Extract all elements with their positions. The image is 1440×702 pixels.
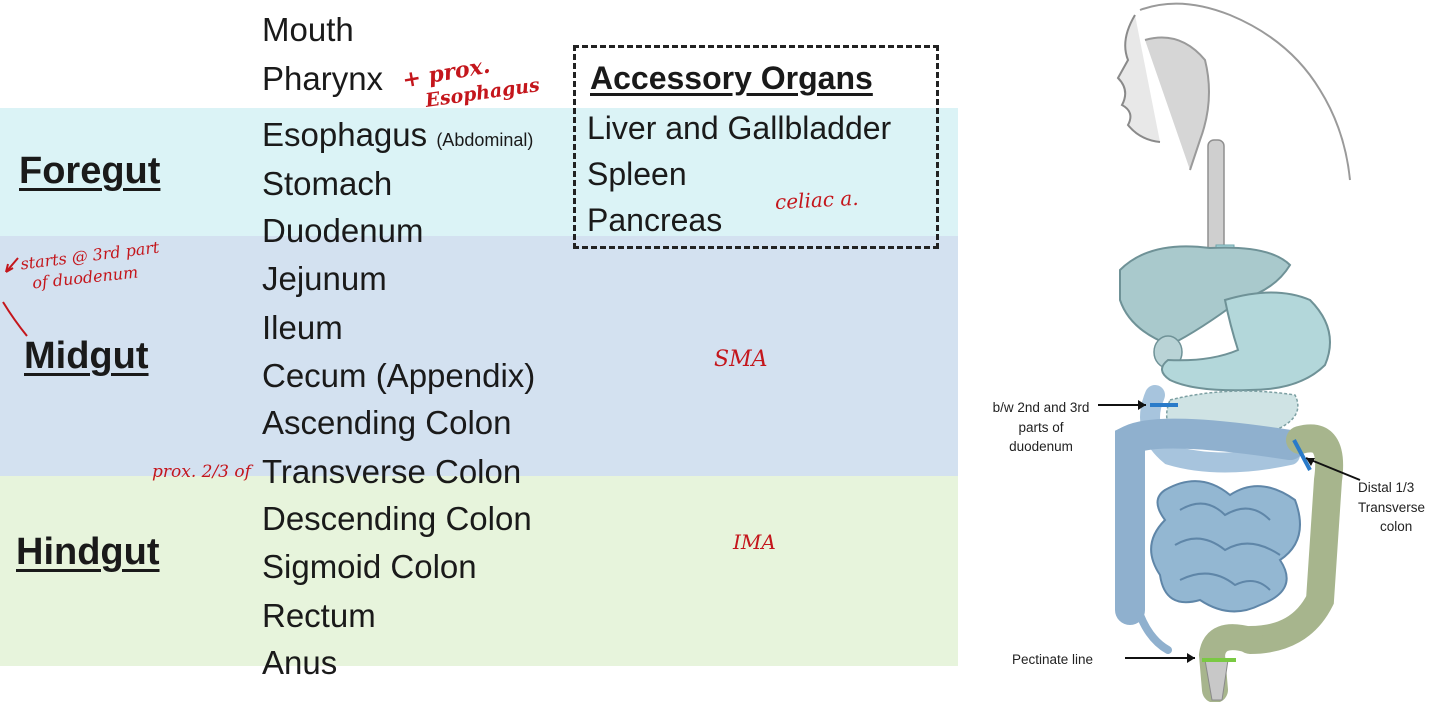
ascending-colon-shape xyxy=(1115,418,1305,625)
duodenum-shape xyxy=(1140,385,1300,473)
duodenum-pointer-head xyxy=(1138,400,1146,410)
duodenum-label-line2: parts of xyxy=(1018,419,1064,435)
digestive-tract-illustration xyxy=(1098,2,1361,702)
transverse-annotation: prox. 2/3 of xyxy=(152,462,251,482)
hindgut-band xyxy=(0,476,958,666)
organ-stomach: Stomach xyxy=(262,165,393,202)
distal-transverse-label: Distal 1/3 Transverse colon xyxy=(1358,478,1440,537)
accessory-item-liver: Liver and Gallbladder xyxy=(587,110,892,146)
distal-pointer-arrow xyxy=(1305,457,1361,481)
organ-sigmoid-colon: Sigmoid Colon xyxy=(262,548,477,585)
organ-ileum: Ileum xyxy=(262,309,343,346)
intestine-folds xyxy=(1174,502,1281,591)
small-intestine-shape xyxy=(1150,480,1301,613)
distal-transverse-marker xyxy=(1292,439,1312,471)
celiac-annotation: celiac a. xyxy=(774,185,860,215)
head-outline xyxy=(1139,2,1351,181)
oral-cavity xyxy=(1144,36,1210,171)
accessory-item-spleen: Spleen xyxy=(587,156,687,192)
accessory-item-pancreas: Pancreas xyxy=(587,202,723,238)
distal-label-line3: colon xyxy=(1380,519,1413,535)
accessory-organs-box xyxy=(573,45,939,249)
foregut-band xyxy=(0,108,958,236)
face-profile xyxy=(1116,14,1161,143)
midgut-heading: Midgut xyxy=(24,335,149,377)
organ-esophagus-label: Esophagus xyxy=(262,116,428,153)
organ-esophagus-note: (Abdominal) xyxy=(436,130,534,150)
ima-annotation: IMA xyxy=(733,530,776,554)
organ-duodenum: Duodenum xyxy=(262,212,424,249)
organ-jejunum: Jejunum xyxy=(262,260,387,297)
duodenum-label-line3: duodenum xyxy=(1009,439,1073,455)
pectinate-pointer-head xyxy=(1187,653,1195,663)
organ-rectum: Rectum xyxy=(262,597,376,634)
organ-descending-colon: Descending Colon xyxy=(262,500,532,537)
pectinate-line-label: Pectinate line xyxy=(1012,652,1094,667)
organ-cecum: Cecum (Appendix) xyxy=(262,357,536,394)
distal-label-line1: Distal 1/3 xyxy=(1358,480,1415,495)
accessory-organs-title: Accessory Organs xyxy=(590,60,873,96)
appendix-shape xyxy=(1136,611,1172,654)
organ-esophagus: Esophagus (Abdominal) xyxy=(262,118,533,151)
foregut-heading: Foregut xyxy=(19,150,161,192)
distal-label-line2: Transverse xyxy=(1358,499,1426,515)
organ-anus: Anus xyxy=(262,644,338,681)
sma-annotation: SMA xyxy=(714,347,768,372)
duodenum-label: b/w 2nd and 3rd parts of duodenum xyxy=(986,398,1096,457)
organ-ascending-colon: Ascending Colon xyxy=(262,404,512,441)
stomach-shape xyxy=(1161,291,1331,392)
organ-mouth: Mouth xyxy=(262,11,354,48)
sigmoid-rectum-shape xyxy=(1198,624,1263,702)
descending-colon-shape xyxy=(1236,424,1344,654)
midgut-start-arrow xyxy=(2,257,28,337)
organ-transverse-colon: Transverse Colon xyxy=(262,453,522,490)
organ-pharynx: Pharynx xyxy=(262,60,384,97)
hindgut-heading: Hindgut xyxy=(16,531,160,573)
distal-pointer-head xyxy=(1306,458,1315,466)
duodenum-label-line1: b/w 2nd and 3rd xyxy=(992,400,1090,415)
midgut-band xyxy=(0,236,958,476)
